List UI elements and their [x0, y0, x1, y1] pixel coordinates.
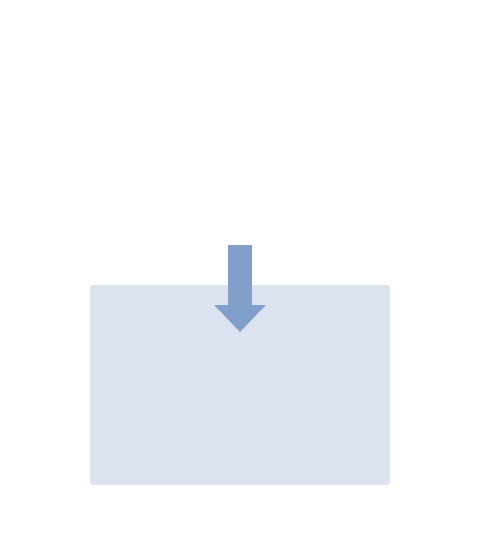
down-arrow-shape	[214, 245, 266, 332]
